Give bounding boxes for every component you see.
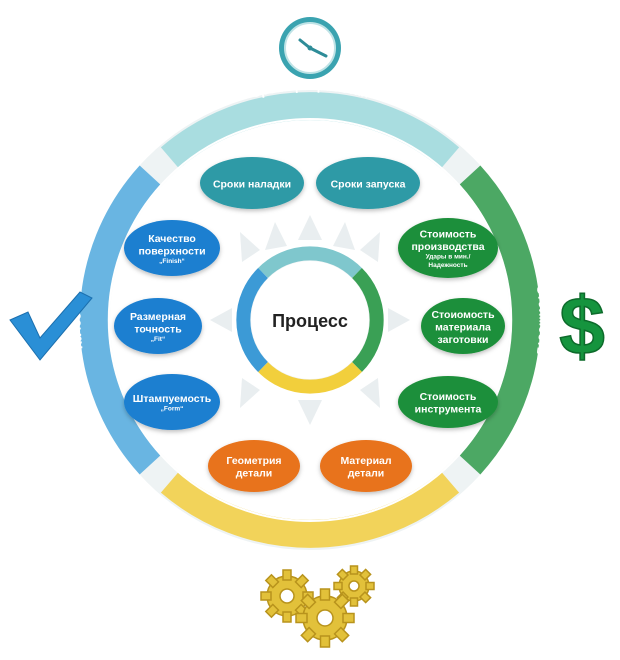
node-label: Удары в мин./	[426, 254, 471, 261]
node-shape	[421, 298, 505, 354]
node-shape	[114, 298, 202, 354]
node-label: Стоимость	[420, 229, 477, 241]
node-label: Материал	[340, 455, 391, 467]
node-label: Штампуемость	[133, 393, 212, 405]
inner-ring	[236, 246, 384, 394]
node-label: Размерная	[130, 311, 186, 323]
gears-icon	[260, 565, 375, 648]
node-label: Сроки запуска	[331, 178, 406, 190]
node-label: материала	[435, 321, 491, 333]
arc-label-cost: Стоимость	[534, 284, 552, 356]
checkmark-icon	[9, 291, 93, 361]
clock-icon	[279, 17, 341, 79]
node-shape	[124, 374, 220, 430]
center-label: Процесс	[272, 311, 348, 331]
node-shape	[316, 157, 420, 209]
node-label: Геометрия	[226, 455, 281, 467]
node-label: поверхности	[138, 245, 205, 257]
node-shape	[200, 157, 304, 209]
arc-label-time: Сроки разработки	[249, 78, 371, 101]
node-label: Качество	[148, 233, 196, 245]
node-shape	[124, 220, 220, 276]
center-rays	[210, 215, 410, 425]
node-label: детали	[348, 468, 384, 480]
arc-function	[160, 471, 460, 548]
node-label: „Form“	[161, 406, 184, 413]
node-shape	[320, 440, 412, 492]
arc-quality	[79, 165, 161, 475]
node-label: инструмента	[415, 404, 482, 416]
node-label: „Finish“	[159, 258, 185, 265]
node-shape	[208, 440, 300, 492]
node-label: точность	[134, 323, 182, 335]
dollar-icon: $	[559, 281, 605, 372]
node-setup-time: Сроки наладки	[200, 157, 304, 209]
node-label: Стоимость	[420, 391, 477, 403]
node-formability: Штампуемость„Form“	[124, 374, 220, 430]
node-label: заготовки	[438, 334, 489, 346]
node-label: „Fit“	[151, 336, 165, 343]
node-label: производства	[411, 241, 484, 253]
node-shape	[398, 218, 498, 278]
arc-cost	[459, 165, 541, 475]
node-launch-time: Сроки запуска	[316, 157, 420, 209]
node-label: Надежность	[428, 262, 467, 269]
arc-time	[160, 92, 460, 169]
node-label: детали	[236, 468, 272, 480]
node-shape	[398, 376, 498, 428]
node-label: Стоиомость	[431, 309, 495, 321]
node-label: Сроки наладки	[213, 178, 291, 190]
